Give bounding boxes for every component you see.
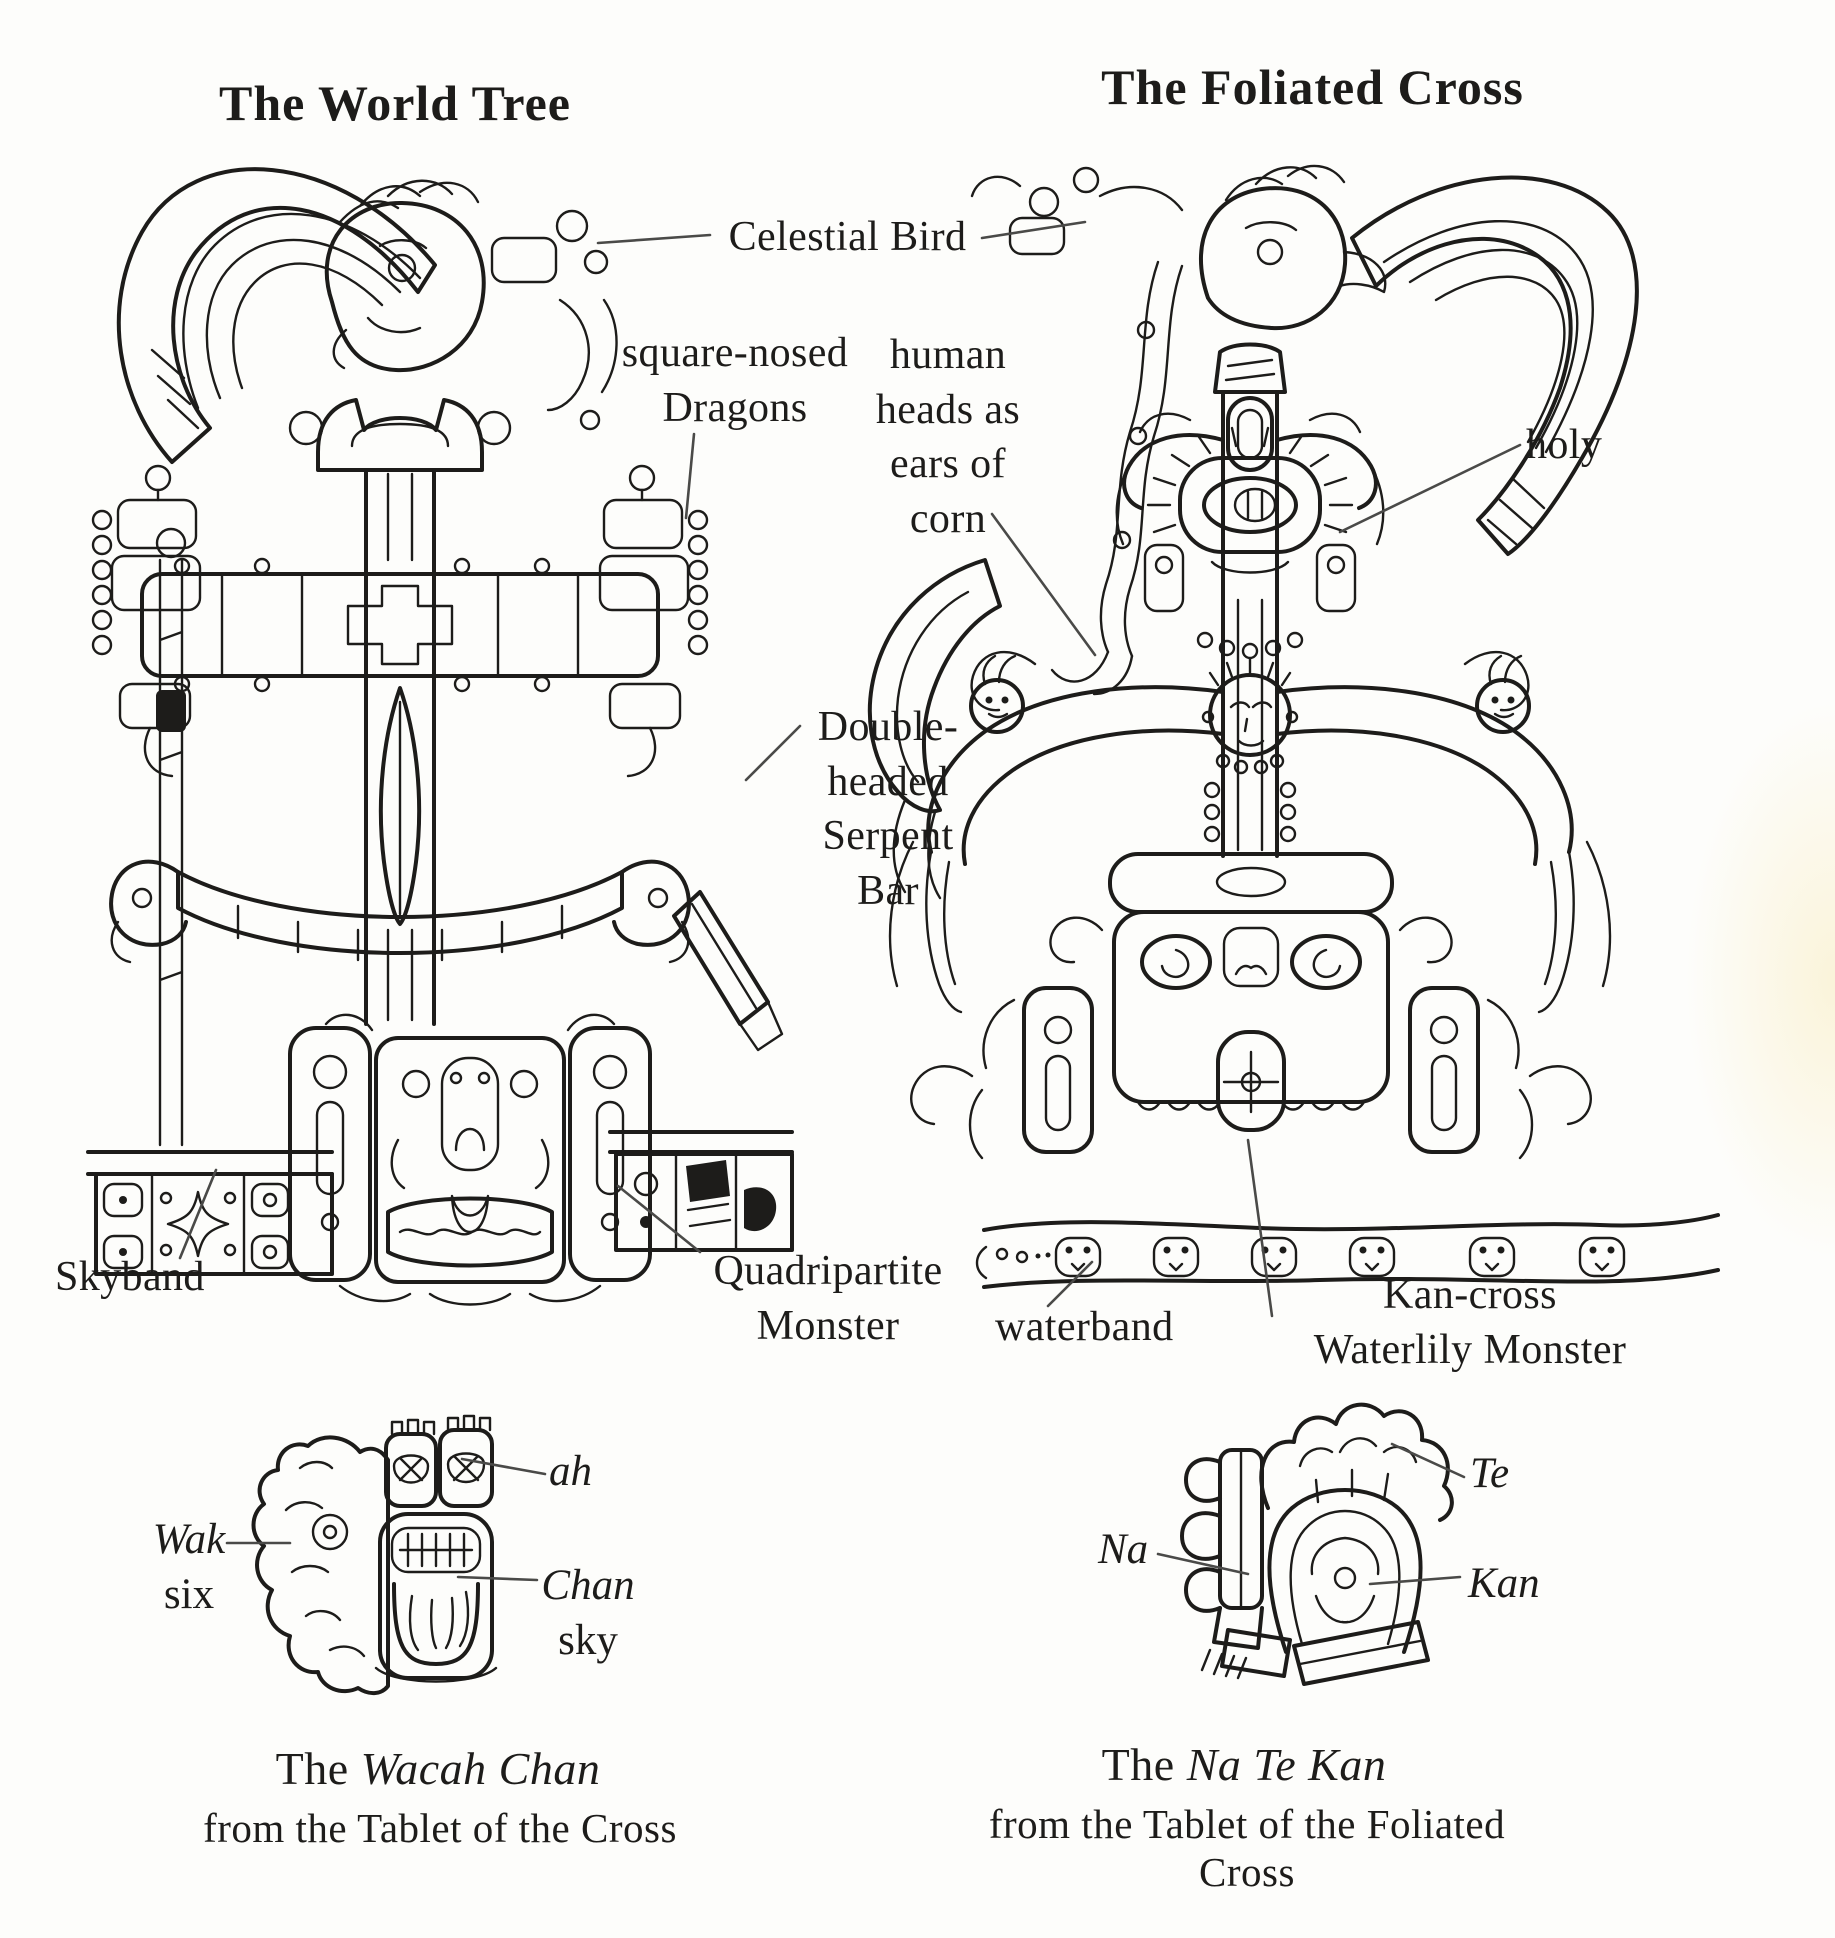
wacah-chan-caption: The Wacah Chan xyxy=(218,1742,658,1795)
waterband-glyphs xyxy=(1054,1236,1626,1278)
label-te: Te xyxy=(1470,1450,1510,1497)
foliated-cross-title: The Foliated Cross xyxy=(1101,59,1524,115)
wacah-chan-glyph xyxy=(251,1414,498,1695)
caption-prefix: The xyxy=(1101,1739,1187,1790)
na-te-kan-glyph xyxy=(1180,1402,1454,1686)
caption-prefix: The xyxy=(275,1743,361,1794)
label-chan: Chan xyxy=(541,1562,635,1609)
wacah-chan-source: from the Tablet of the Cross xyxy=(203,1805,677,1851)
label-human-heads-corn: human heads as ears of corn xyxy=(875,332,1021,542)
label-chan-sky: Chan sky xyxy=(518,1558,658,1668)
label-holy: holy xyxy=(1526,422,1603,468)
world-tree-title: The World Tree xyxy=(219,75,571,131)
na-te-kan-source: from the Tablet of the Foliated Cross xyxy=(988,1801,1506,1895)
label-kan: Kan xyxy=(1468,1560,1540,1607)
na-te-kan-caption: The Na Te Kan xyxy=(1024,1738,1464,1791)
label-skyband: Skyband xyxy=(55,1254,205,1300)
label-celestial-bird: Celestial Bird xyxy=(728,214,967,260)
label-quadripartite-monster: Quadripartite Monster xyxy=(713,1248,943,1349)
label-square-nosed-dragons: square-nosed Dragons xyxy=(621,330,849,431)
caption-name: Na Te Kan xyxy=(1186,1739,1387,1790)
label-kan-cross-monster: Kan-cross Waterlily Monster xyxy=(1313,1272,1627,1373)
label-na: Na xyxy=(1098,1526,1149,1573)
label-sky: sky xyxy=(558,1617,618,1665)
label-ah: ah xyxy=(549,1448,592,1495)
label-six: six xyxy=(163,1571,215,1619)
foliated-cross-drawing xyxy=(867,164,1720,1289)
label-wak: Wak xyxy=(152,1516,226,1563)
label-wak-six: Wak six xyxy=(128,1512,250,1622)
leader-lines xyxy=(178,220,1522,1586)
world-tree-drawing xyxy=(86,167,794,1306)
label-serpent-bar: Double- headed Serpent Bar xyxy=(817,704,959,914)
label-waterband: waterband xyxy=(995,1304,1174,1350)
caption-name: Wacah Chan xyxy=(360,1743,601,1794)
